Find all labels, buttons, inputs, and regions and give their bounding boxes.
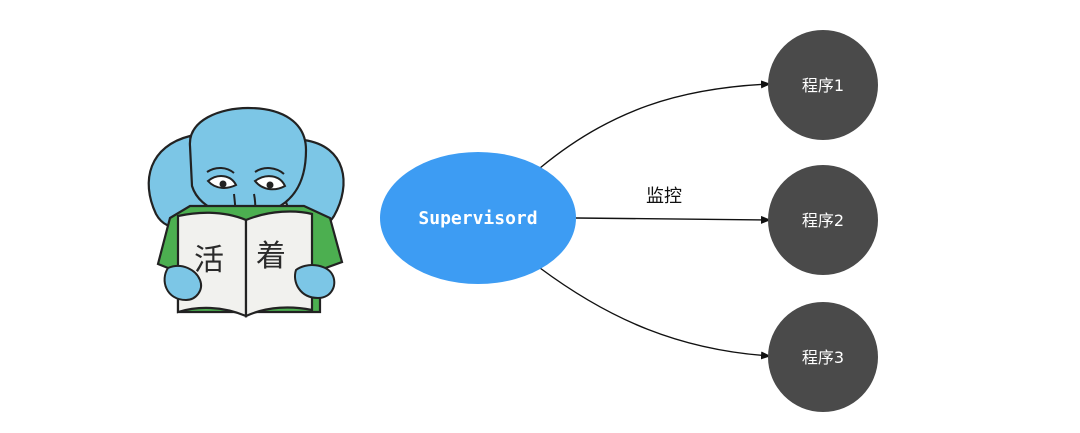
elephant-left-hand (163, 264, 202, 302)
program-node-1: 程序1 (768, 30, 878, 140)
center-node-shape (380, 152, 576, 284)
edge-to-program-3 (539, 267, 771, 360)
program-node-1-shape (768, 30, 878, 140)
edge-label: 监控 (646, 186, 682, 207)
edge-to-program-2 (575, 215, 771, 224)
program-node-3-shape (768, 302, 878, 412)
diagram-edges: 监控 (539, 80, 771, 360)
program-node-2-label: 程序2 (802, 211, 844, 230)
book-right-page (244, 210, 314, 318)
center-node-label: Supervisord (418, 208, 537, 229)
program-node-1-label: 程序1 (802, 76, 844, 95)
center-node: Supervisord (380, 152, 576, 284)
program-node-3: 程序3 (768, 302, 878, 412)
elephant-right-brow (254, 167, 285, 175)
edge-to-program-1 (539, 80, 771, 169)
program-node-3-label: 程序3 (802, 348, 844, 367)
elephant-right-hand (294, 264, 336, 300)
program-node-2-shape (768, 165, 878, 275)
elephant-left-brow (206, 167, 235, 174)
program-node-2: 程序2 (768, 165, 878, 275)
book-text-right: 着 (256, 239, 286, 274)
elephant-reading-illustration: 活 着 (147, 106, 345, 318)
book-text-left: 活 (194, 243, 224, 278)
